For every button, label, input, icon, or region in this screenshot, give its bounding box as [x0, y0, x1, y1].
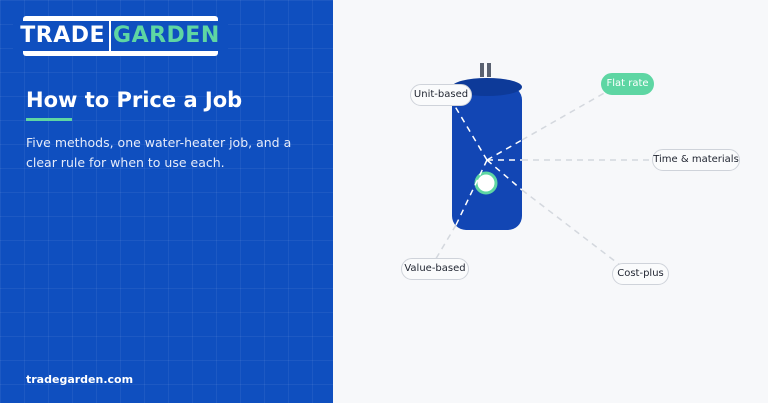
water-heater-icon	[452, 63, 522, 230]
title-underline	[26, 118, 72, 121]
connector-cost-plus-inner	[486, 159, 523, 191]
connector-value-based-inner	[455, 159, 488, 226]
logo-part-garden: GARDEN	[109, 21, 228, 51]
page-subtitle: Five methods, one water-heater job, and …	[26, 135, 292, 170]
method-pill-time-materials[interactable]: Time & materials	[652, 149, 740, 171]
method-pill-cost-plus[interactable]: Cost-plus	[612, 263, 669, 285]
method-pill-unit-based[interactable]: Unit-based	[410, 84, 472, 106]
logo-wordmark: TRADE GARDEN	[13, 21, 228, 51]
logo-part-trade: TRADE	[13, 21, 110, 51]
brand-logo[interactable]: TRADE GARDEN	[13, 16, 228, 56]
page-title: How to Price a Job	[26, 88, 243, 112]
connector-cost-plus	[521, 189, 621, 266]
connector-value-based	[433, 224, 457, 263]
method-pill-value-based[interactable]: Value-based	[401, 258, 469, 280]
left-panel: TRADE GARDEN How to Price a Job Five met…	[0, 0, 333, 403]
connector-unit-based	[449, 97, 488, 161]
connector-flat-rate-inner	[486, 139, 523, 161]
method-pill-flat-rate[interactable]: Flat rate	[601, 73, 654, 95]
site-link[interactable]: tradegarden.com	[26, 373, 134, 386]
connector-lines	[433, 91, 654, 266]
connector-flat-rate	[521, 91, 607, 141]
